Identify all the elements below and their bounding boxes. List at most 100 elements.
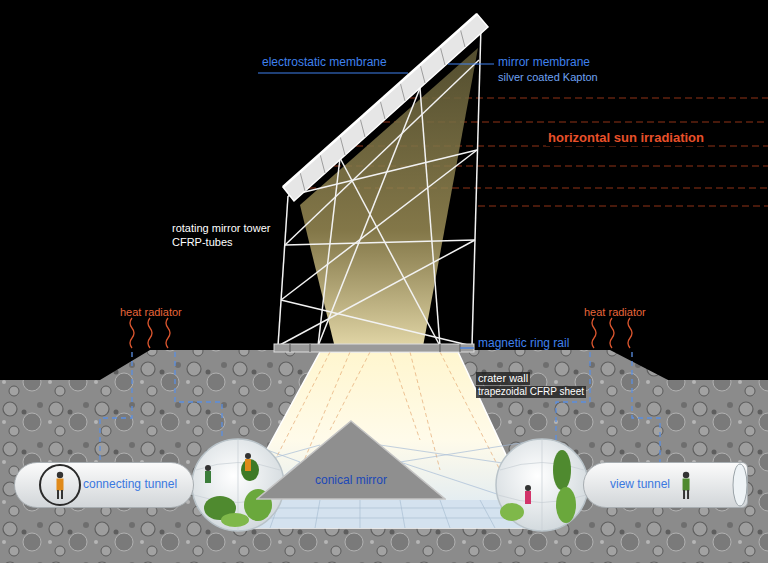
- person-figure: [687, 490, 689, 499]
- floor-grid-lines: [248, 500, 532, 528]
- rotating-mirror-tower-truss: [281, 300, 472, 346]
- part-label: crater wall: [476, 372, 530, 385]
- left-greenhouse-sphere: [245, 453, 251, 459]
- rotating-mirror-tower-truss: [472, 26, 481, 346]
- person-figure: [683, 479, 690, 491]
- leader-lines: [258, 72, 408, 73]
- conical-mirror: conical mirror: [256, 420, 446, 500]
- heat-radiator-waves: [148, 318, 152, 348]
- left-greenhouse-sphere: [194, 440, 282, 531]
- ring-rail-stripes: [440, 344, 441, 352]
- leader-lines: [448, 63, 494, 64]
- floor-grid-lines: [315, 500, 320, 528]
- floor-grid-lines: [360, 500, 361, 528]
- mirror-panel-truss: [440, 46, 445, 65]
- right-greenhouse-sphere: [496, 439, 588, 531]
- view-tunnel: view tunnel: [583, 462, 748, 508]
- mirror-panel-truss: [300, 28, 465, 191]
- coolant-pipes: [632, 352, 660, 462]
- left-greenhouse-sphere: [192, 439, 284, 531]
- material-label: silver coated Kapton: [498, 71, 598, 84]
- left-greenhouse-sphere: [221, 513, 249, 527]
- person-figure: [57, 490, 59, 499]
- view-tunnel-label: view tunnel: [610, 478, 670, 492]
- part-label: heat radiator: [584, 306, 646, 319]
- coolant-pipes: [100, 352, 132, 462]
- conical-mirror-label: conical mirror: [315, 474, 387, 488]
- tunnel-opening: [733, 464, 747, 506]
- person-figure: [683, 472, 690, 499]
- rotating-mirror-tower-truss: [278, 196, 288, 346]
- part-label: mirror membrane: [498, 56, 590, 70]
- person-figure: [683, 472, 689, 478]
- mirror-panel-truss: [460, 28, 465, 47]
- floor-grid-lines: [440, 500, 450, 528]
- floor-grid-lines: [248, 508, 532, 509]
- mirror-panel-truss: [400, 82, 405, 101]
- right-greenhouse-sphere: [556, 487, 576, 523]
- part-label: electrostatic membrane: [262, 56, 387, 70]
- person-figure: [683, 490, 685, 499]
- heat-radiator-waves: [592, 318, 596, 348]
- floor-grid: [248, 500, 532, 528]
- ring-rail-stripes: [290, 344, 460, 352]
- left-greenhouse-sphere: [205, 465, 211, 471]
- reflected-light-paths: [390, 352, 420, 440]
- connecting-tunnel: connecting tunnel: [14, 462, 194, 508]
- part-label: magnetic ring rail: [478, 337, 569, 351]
- heat-radiator-waves: [166, 318, 170, 348]
- right-greenhouse-sphere: [496, 439, 588, 531]
- floor-grid-lines: [480, 500, 495, 528]
- leader-lines: [258, 64, 494, 348]
- mirror-panel-truss: [320, 154, 325, 173]
- mirror-panel-truss: [300, 172, 305, 191]
- person-figure: [57, 472, 63, 478]
- tunnel-ring: [40, 465, 80, 505]
- note-label: horizontal sun irradiation: [546, 131, 706, 146]
- heat-radiator-waves: [130, 318, 134, 348]
- right-greenhouse-sphere: [500, 503, 524, 521]
- ring-rail-stripes: [290, 344, 291, 352]
- reflected-light-paths: [440, 352, 500, 470]
- heat-radiator-waves: [628, 318, 632, 348]
- connecting-tunnel-label: connecting tunnel: [83, 478, 177, 492]
- person-figure: [57, 479, 64, 491]
- sun-irradiation-rays: [478, 206, 768, 207]
- rotating-mirror-tower-truss: [420, 88, 440, 346]
- reflected-light-paths: [330, 352, 370, 430]
- conical-mirror-shape: [257, 421, 445, 499]
- left-greenhouse-sphere: [241, 459, 259, 481]
- right-greenhouse-sphere: [525, 485, 531, 491]
- mirror-panel-truss: [380, 100, 385, 119]
- ring-rail-stripes: [310, 344, 311, 352]
- mirror-panel: [283, 14, 488, 201]
- leader-lines: [460, 347, 474, 348]
- material-label: CFRP-tubes: [172, 236, 233, 249]
- magnetic-ring-rail: [274, 344, 474, 352]
- floor-grid-lines: [400, 500, 405, 528]
- left-greenhouse-sphere: [205, 471, 211, 483]
- rotating-mirror-tower-truss: [285, 60, 479, 245]
- conical-mirror-shape: [256, 420, 446, 500]
- right-greenhouse-sphere: [525, 491, 531, 504]
- right-greenhouse-sphere: [498, 440, 586, 531]
- mirror-panel-truss: [340, 136, 345, 155]
- rotating-mirror-tower-truss: [285, 240, 475, 245]
- crater-wall-light-shaft: [224, 352, 540, 528]
- part-label: heat radiator: [120, 306, 182, 319]
- mirror-panel-truss: [360, 118, 365, 137]
- reflected-light-paths: [410, 352, 440, 470]
- part-label: rotating mirror tower: [172, 222, 270, 235]
- electrostatic-membrane: [283, 14, 477, 187]
- regolith-ground: [0, 350, 768, 563]
- heat-radiator-waves: [610, 318, 614, 348]
- person-figure: [61, 490, 63, 499]
- rotating-mirror-tower-truss: [278, 240, 475, 346]
- left-greenhouse-sphere: [245, 459, 251, 471]
- material-label: trapezoidal CFRP sheet: [476, 386, 586, 398]
- left-greenhouse-sphere: [192, 439, 284, 531]
- mirror-panel-truss: [420, 64, 425, 83]
- right-greenhouse-sphere: [553, 450, 571, 490]
